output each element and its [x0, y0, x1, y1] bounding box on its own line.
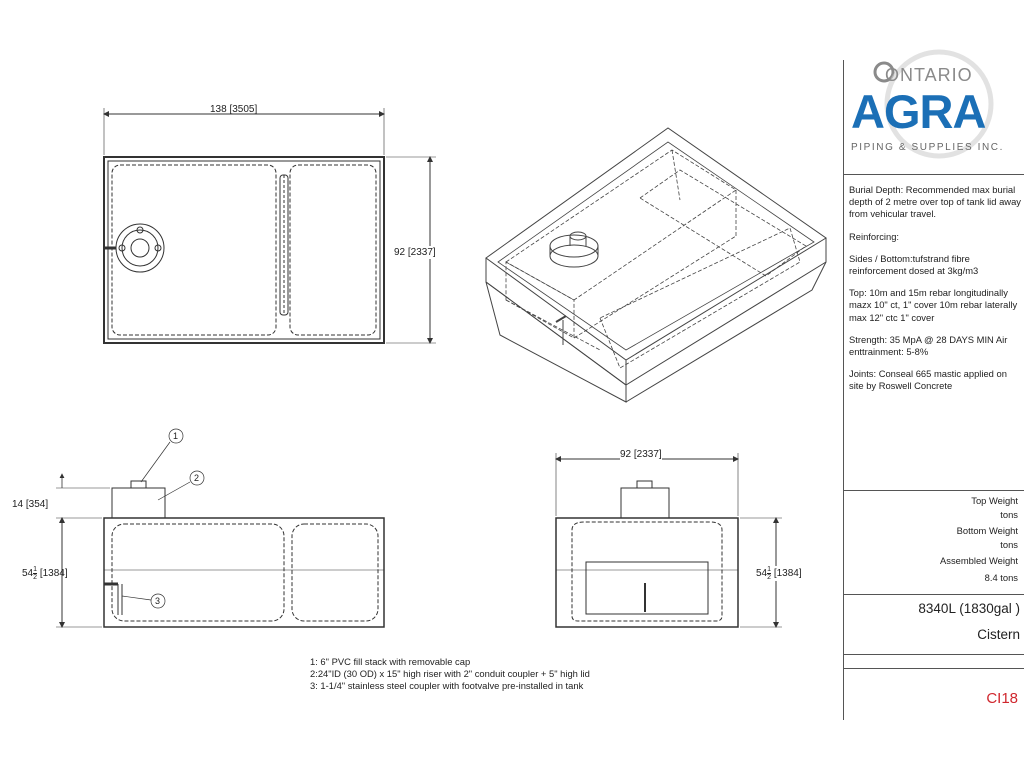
spec-notes: Burial Depth: Recommended max burial dep… — [849, 184, 1021, 403]
logo-subtitle: PIPING & SUPPLIES INC. — [851, 142, 1005, 153]
end-chamber — [571, 521, 723, 622]
agra-logo-mark — [873, 49, 994, 159]
iso-riser — [549, 244, 599, 268]
side-fill-stack — [130, 480, 147, 489]
side-riser-dim: 14 [354] — [12, 499, 49, 510]
assembled-weight-value: 8.4 tons — [984, 572, 1018, 583]
side-riser — [111, 487, 166, 519]
callout-1-circle — [168, 428, 184, 444]
note-top: Top: 10m and 15m rebar longitudinally ma… — [849, 287, 1018, 323]
callout-3-circle — [150, 593, 166, 609]
plan-inner-outline — [107, 160, 381, 340]
title-block: ONTARIO AGRA PIPING & SUPPLIES INC. Buri… — [843, 60, 1024, 720]
end-fill-stack — [636, 480, 653, 489]
end-width-dim: 92 [2337] — [620, 448, 662, 461]
drawing-code: CI18 — [986, 690, 1018, 707]
callout-2-circle — [189, 470, 205, 486]
note-burial-depth: Burial Depth: Recommended max burial dep… — [849, 184, 1021, 220]
side-chamber-right — [291, 523, 379, 622]
model-name: Cistern — [977, 627, 1020, 642]
side-view — [56, 428, 385, 628]
bottom-weight-value: tons — [1000, 539, 1018, 550]
end-riser — [620, 487, 670, 519]
legend-item: 2:24"ID (30 OD) x 15" high riser with 2"… — [310, 668, 590, 679]
top-weight-label: Top Weight — [971, 495, 1018, 506]
note-strength: Strength: 35 MpA @ 28 DAYS MIN Air enttr… — [849, 333, 1008, 358]
plan-view — [103, 108, 436, 344]
note-reinforcing: Reinforcing: — [849, 230, 900, 242]
logo-ontario-text: ONTARIO — [885, 65, 973, 85]
legend-item: 1: 6" PVC fill stack with removable cap — [310, 656, 471, 667]
plan-outline — [103, 156, 385, 344]
isometric-view — [485, 127, 827, 403]
note-joints: Joints: Conseal 665 mastic applied on si… — [849, 368, 1007, 392]
side-chamber-left — [111, 523, 285, 622]
logo-agra-text: AGRA — [851, 85, 986, 138]
top-weight-value: tons — [1000, 509, 1018, 520]
note-sides-bottom: Sides / Bottom:tufstrand fibre reinforce… — [849, 252, 979, 277]
plan-length-dim: 138 [3505] — [210, 104, 258, 115]
side-body — [103, 517, 385, 628]
plan-chamber-right — [289, 164, 377, 336]
callout-3-label: 3 — [155, 596, 161, 606]
bottom-weight-label: Bottom Weight — [956, 525, 1018, 536]
legend: 1: 6" PVC fill stack with removable cap … — [310, 656, 590, 692]
model-capacity: 8340L (1830gal ) — [918, 601, 1020, 616]
assembled-weight-label: Assembled Weight — [940, 555, 1018, 566]
end-body — [555, 517, 739, 628]
end-baffle — [585, 561, 709, 615]
fill-stack-circle — [130, 238, 150, 258]
plan-chamber-left — [111, 164, 277, 336]
riser-circle — [115, 223, 165, 273]
callout-2-label: 2 — [194, 473, 200, 483]
callout-1-label: 1 — [173, 431, 179, 441]
plan-width-dim: 92 [2337] — [394, 246, 436, 259]
legend-item: 3: 1-1/4" stainless steel coupler with f… — [310, 680, 584, 691]
end-view — [555, 453, 782, 628]
